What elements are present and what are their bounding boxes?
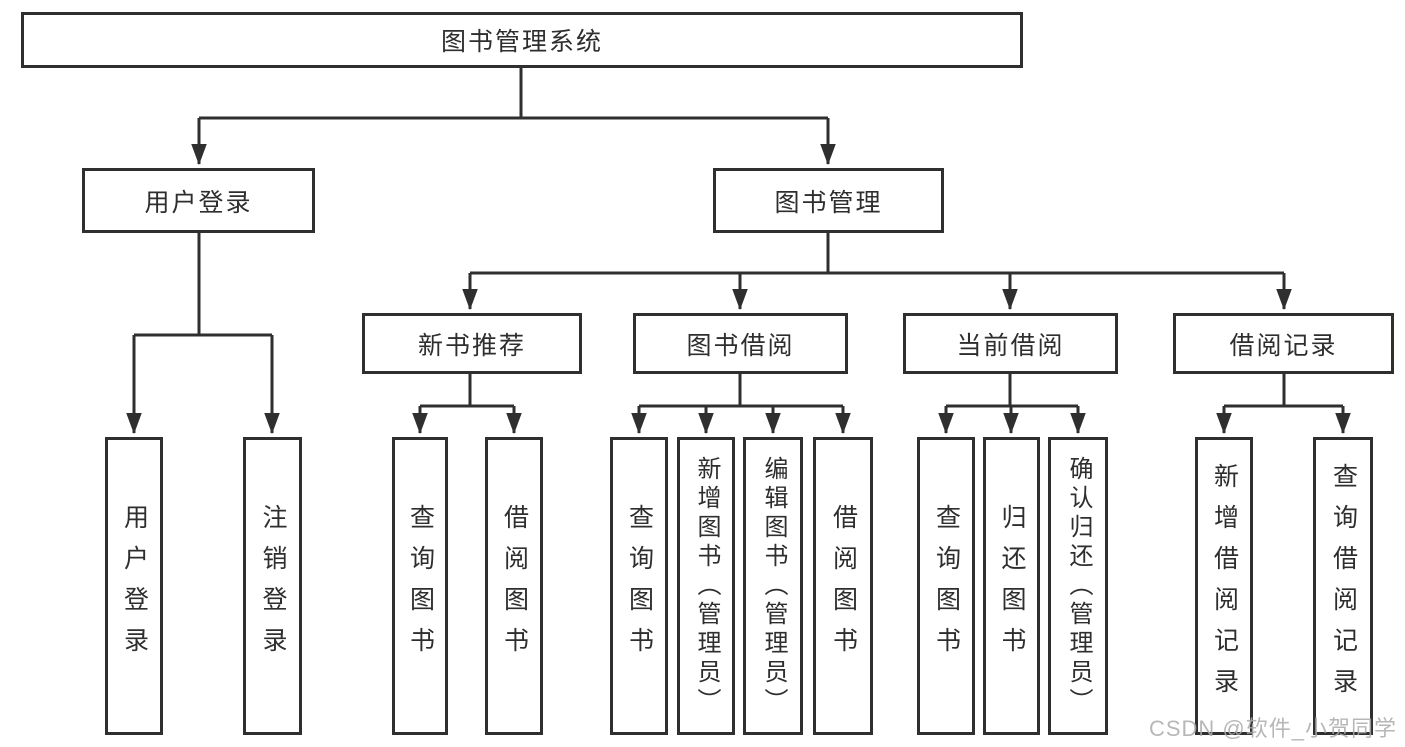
leaf-edit-books-admin: 编辑图书（管理员） xyxy=(743,437,803,735)
leaf-label: 新增图书（管理员） xyxy=(693,455,720,717)
node-label: 借阅记录 xyxy=(1229,331,1338,360)
node-label: 图书管理 xyxy=(774,188,883,217)
leaf-label: 确认归还（管理员） xyxy=(1065,455,1092,717)
leaf-label: 查询图书 xyxy=(932,504,961,668)
node-label: 图书管理系统 xyxy=(440,28,603,56)
leaf-label: 借阅图书 xyxy=(829,504,858,668)
node-book-borrowing: 图书借阅 xyxy=(633,313,848,374)
leaf-label: 新增借阅记录 xyxy=(1210,463,1239,709)
node-label: 当前借阅 xyxy=(956,331,1065,360)
leaf-label: 借阅图书 xyxy=(500,504,529,668)
leaf-query-books-1: 查询图书 xyxy=(392,437,448,735)
leaf-borrow-books-2: 借阅图书 xyxy=(813,437,873,735)
leaf-label: 用户登录 xyxy=(120,504,149,668)
node-current-borrowing: 当前借阅 xyxy=(903,313,1118,374)
node-user-login: 用户登录 xyxy=(82,168,315,233)
node-label: 用户登录 xyxy=(144,188,253,217)
leaf-query-books-2: 查询图书 xyxy=(610,437,668,735)
leaf-add-borrow-record: 新增借阅记录 xyxy=(1195,437,1253,735)
leaf-label: 查询图书 xyxy=(625,504,654,668)
leaf-label: 编辑图书（管理员） xyxy=(760,455,787,717)
leaf-label: 查询借阅记录 xyxy=(1329,463,1358,709)
leaf-label: 归还图书 xyxy=(998,504,1026,668)
node-borrowing-records: 借阅记录 xyxy=(1173,313,1394,374)
node-label: 图书借阅 xyxy=(686,331,795,360)
leaf-add-books-admin: 新增图书（管理员） xyxy=(677,437,735,735)
leaf-query-borrow-record: 查询借阅记录 xyxy=(1313,437,1373,735)
leaf-query-books-3: 查询图书 xyxy=(917,437,975,735)
csdn-watermark: CSDN @软件_小贺同学 xyxy=(1148,716,1397,741)
leaf-logout: 注销登录 xyxy=(243,437,302,735)
leaf-user-login: 用户登录 xyxy=(105,437,163,735)
leaf-return-books: 归还图书 xyxy=(983,437,1040,735)
leaf-borrow-books-1: 借阅图书 xyxy=(485,437,543,735)
node-library-management-system: 图书管理系统 xyxy=(21,12,1023,68)
node-label: 新书推荐 xyxy=(417,331,526,360)
leaf-confirm-return-admin: 确认归还（管理员） xyxy=(1048,437,1108,735)
node-book-management: 图书管理 xyxy=(713,168,944,233)
node-new-book-recommendation: 新书推荐 xyxy=(362,313,582,374)
leaf-label: 查询图书 xyxy=(406,504,435,668)
leaf-label: 注销登录 xyxy=(259,504,287,668)
